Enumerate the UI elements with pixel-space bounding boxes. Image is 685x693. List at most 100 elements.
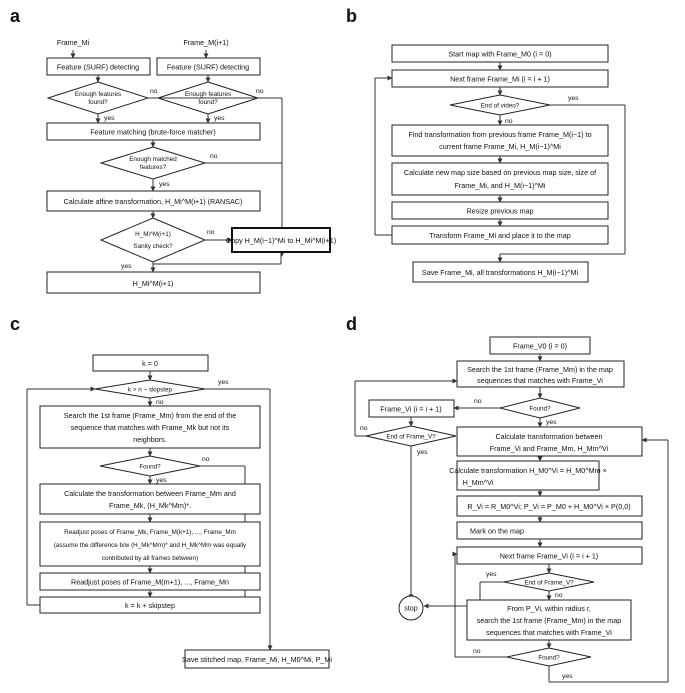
panel-a-label: a	[10, 6, 21, 26]
b-end-video-text: End of video?	[481, 103, 520, 110]
d-next-left-text: Frame_Vi (i = i + 1)	[380, 405, 441, 414]
b-find-text-1: Find transformation from previous frame …	[408, 130, 591, 139]
d-yes-label-3: yes	[486, 571, 497, 578]
d-calc-transform-text-2: H_Mm^Vi	[463, 478, 494, 487]
c-readjust-box	[39, 521, 261, 567]
d-no-label-1: no	[474, 398, 482, 405]
b-no-label: no	[505, 118, 513, 125]
b-calc-text-1: Calculate new map size based on previous…	[404, 168, 596, 177]
a-feature-matching-text: Feature matching (brute-force matcher)	[90, 128, 215, 137]
d-mark-text: Mark on the map	[470, 527, 524, 536]
a-feature-detect-text-1: Feature (SURF) detecting	[57, 63, 139, 72]
d-stop-circle	[398, 595, 424, 621]
a-sanity-h-text: H_Mi^M(i+1)	[135, 231, 171, 238]
b-resize-text: Resize previous map	[466, 207, 533, 216]
a-yes-label-1: yes	[104, 115, 115, 122]
a-sanity-diamond	[99, 217, 207, 263]
a-no-label-2: no	[256, 88, 264, 95]
b-find-text-2: current frame Frame_Mi, H_M(i−1)^Mi	[439, 142, 561, 151]
panel-d-label: d	[346, 314, 357, 334]
a-enough-features-text-1a: Enough features	[75, 91, 121, 98]
d-stop-text: stop	[404, 604, 418, 613]
d-calc-text-2: Frame_Vi and Frame_Mm, H_Mm^Vi	[490, 444, 609, 453]
a-frame-input-2: Frame_M(i+1)	[183, 38, 228, 47]
c-readjust2-text: Readjust poses of Frame_M(m+1), ..., Fra…	[71, 578, 229, 587]
d-no-label-4: no	[473, 648, 481, 655]
d-start-text: Frame_V0 (i = 0)	[513, 342, 567, 351]
d-rp-text: R_Vi = R_M0^Vi; P_Vi = P_M0 + H_M0^Vi × …	[467, 502, 630, 511]
d-yes-label-2: yes	[417, 449, 428, 456]
d-search-text-1: Search the 1st frame (Frame_Mm) in the m…	[467, 365, 613, 374]
d-end-text: End of Frame_V?	[524, 580, 574, 587]
a-enough-features-text-2b: found?	[198, 99, 218, 106]
d-found-text-2: Found?	[538, 655, 560, 662]
a-enough-features-diamond-1	[46, 81, 150, 115]
d-next-text: Next frame Frame_Vi (i = i + 1)	[500, 552, 599, 561]
panel-b: b Start map with Frame_M0 (i = 0) Next f…	[346, 6, 626, 283]
d-calc-box	[456, 426, 643, 457]
a-enough-matched-diamond	[99, 146, 207, 180]
d-from-text-2: search the 1st frame (Frame_Mm) in the m…	[477, 616, 622, 625]
c-search-text-3: neighbors.	[133, 435, 167, 444]
panel-c-label: c	[10, 314, 20, 334]
a-no-label-3: no	[210, 153, 218, 160]
d-yes-label-1: yes	[546, 419, 557, 426]
d-calc-transform-text-1: Calculate transformation H_M0^Vi = H_M0^…	[449, 466, 607, 475]
panel-a: a Frame_Mi Frame_M(i+1) Feature (SURF) d…	[10, 6, 336, 294]
c-found-text: Found?	[139, 464, 161, 471]
c-yes-label-1: yes	[218, 379, 229, 386]
a-no-label-4: no	[207, 229, 215, 236]
c-no-label-1: no	[156, 399, 164, 406]
c-search-text-2: sequence that matches with Frame_Mk but …	[71, 423, 230, 432]
c-search-box	[39, 405, 261, 449]
a-yes-label-4: yes	[121, 263, 132, 270]
c-yes-label-2: yes	[156, 477, 167, 484]
b-start-text: Start map with Frame_M0 (i = 0)	[448, 50, 551, 59]
a-copy-text: Copy H_M(i−1)^Mi to H_Mi^M(i+1)	[226, 236, 336, 245]
a-affine-text: Calculate affine transformation, H_Mi^M(…	[64, 197, 243, 206]
c-calc-text-2: Frame_Mk, (H_Mk^Mm)*.	[109, 501, 191, 510]
a-enough-features-text-1b: found?	[88, 99, 108, 106]
b-next-text: Next frame Frame_Mi (i = i + 1)	[450, 75, 550, 84]
c-search-text-1: Search the 1st frame (Frame_Mm) from the…	[64, 411, 237, 420]
c-readjust-text-1: Readjust poses of Frame_Mk, Frame_M(k+1)…	[64, 529, 236, 536]
c-save-text: Save stitched map, Frame_Mi, H_M0^Mi, P_…	[182, 655, 332, 664]
d-yes-label-4: yes	[562, 673, 573, 680]
d-search-text-2: sequences that matches with Frame_Vi	[477, 376, 603, 385]
d-end-left-text: End of Frame_V?	[386, 434, 436, 441]
a-copy-box	[231, 227, 331, 253]
c-init-text: k = 0	[142, 359, 158, 368]
b-yes-label: yes	[568, 95, 579, 102]
b-calc-text-2: Frame_Mi, and H_M(i−1)^Mi	[454, 181, 545, 190]
d-from-box	[466, 599, 632, 641]
d-mark-box	[456, 521, 643, 540]
a-sanity-q-text: Sanity check?	[133, 243, 173, 250]
c-calc-text-1: Calculate the transformation between Fra…	[64, 489, 236, 498]
d-calc-transform-box	[456, 460, 600, 491]
b-find-box	[391, 124, 609, 157]
a-output-text: H_Mi^M(i+1)	[133, 279, 174, 288]
c-increment-text: k = k + skipstep	[125, 601, 175, 610]
a-output-box	[46, 271, 261, 294]
a-enough-matched-text-a: Enough matched	[129, 156, 177, 163]
d-found-text-1: Found?	[529, 406, 551, 413]
a-enough-matched-text-b: features?	[140, 164, 167, 171]
d-from-text-3: sequences that matches with Frame_Vi	[486, 628, 612, 637]
a-no-label-1: no	[150, 88, 158, 95]
b-transform-text: Transform Frame_Mi and place it to the m…	[429, 231, 571, 240]
b-save-box	[412, 261, 589, 283]
a-feature-detect-text-2: Feature (SURF) detecting	[167, 63, 249, 72]
c-save-box	[184, 649, 330, 669]
d-calc-text-1: Calculate transformation between	[495, 432, 602, 441]
a-frame-input-1: Frame_Mi	[57, 38, 90, 47]
c-readjust-text-2: (assume the difference b/w (H_Mk^Mm)* an…	[54, 542, 247, 549]
d-rp-box	[456, 495, 643, 517]
b-save-text: Save Frame_Mi, all transformations H_M(i…	[422, 268, 579, 277]
panel-b-label: b	[346, 6, 357, 26]
a-enough-features-text-2a: Enough features	[185, 91, 231, 98]
a-yes-label-3: yes	[159, 181, 170, 188]
c-no-label-2: no	[202, 456, 210, 463]
d-no-label-3: no	[555, 592, 563, 599]
c-cond-text: k > n − skipstep	[128, 387, 173, 394]
